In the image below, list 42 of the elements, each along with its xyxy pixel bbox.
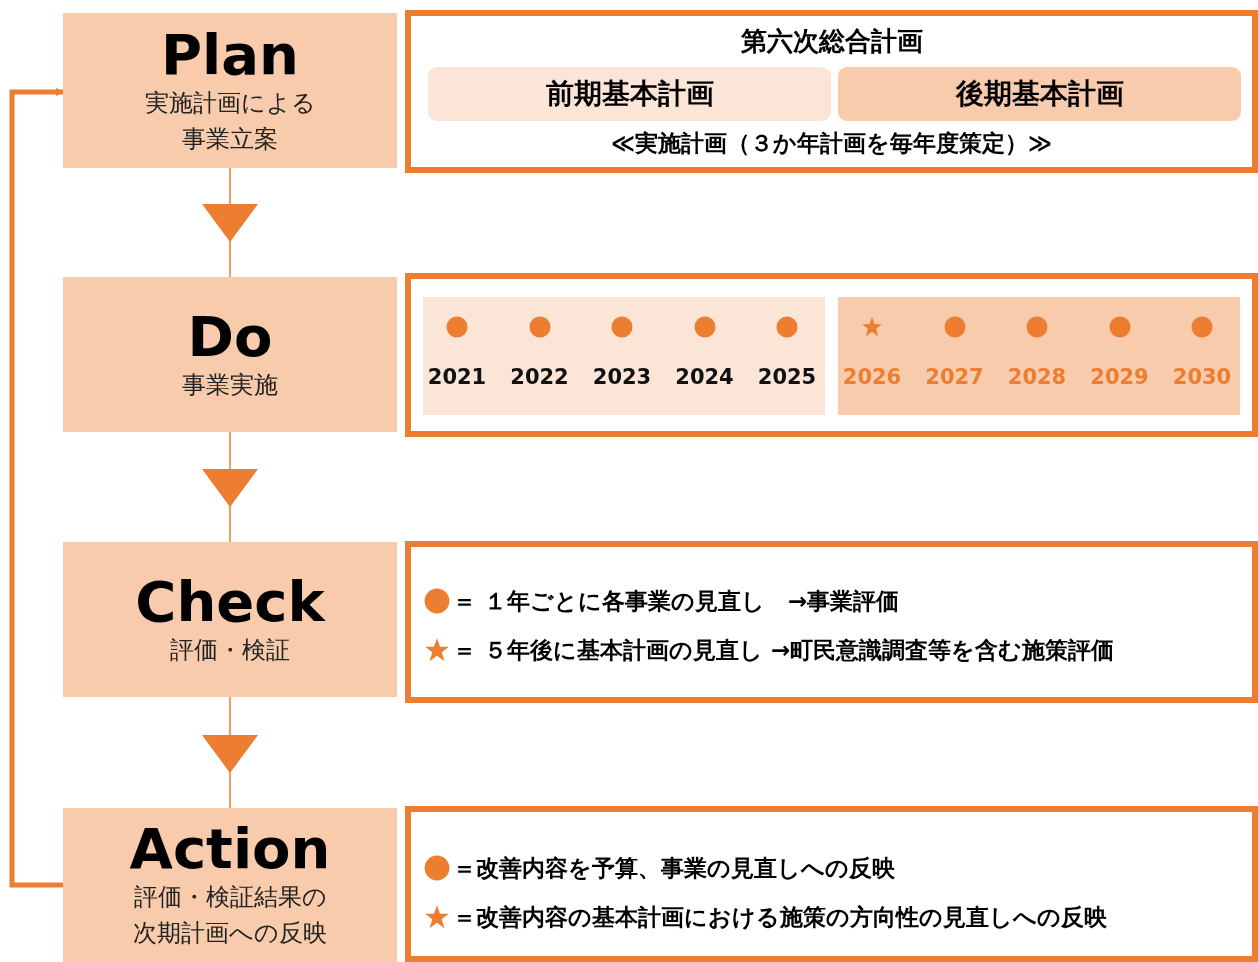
down-arrow: [202, 696, 258, 809]
year-label: 2023: [591, 365, 653, 389]
phase-title: Action: [129, 819, 331, 879]
plan-panel: [405, 10, 1258, 173]
plan-tab: [428, 67, 831, 121]
phase-box: [63, 542, 397, 697]
year-label: 2024: [674, 365, 735, 389]
phase-title: Do: [187, 306, 273, 367]
legend-text: ＝改善内容の基本計画における施策の方向性の見直しへの反映: [453, 903, 1107, 932]
plan-panel: [405, 541, 1258, 703]
year-label: 2025: [756, 365, 818, 389]
legend-text: ＝改善内容を予算、事業の見直しへの反映: [453, 854, 895, 883]
phase-description: 実施計画による事業立案: [144, 87, 316, 155]
year-label: 2030: [1171, 365, 1233, 389]
year-label: 2026: [841, 365, 903, 389]
plan-tab: [838, 67, 1241, 121]
phase-title: Plan: [161, 24, 299, 85]
year-label: 2027: [924, 365, 985, 389]
down-arrow: [202, 167, 258, 278]
phase-box: [63, 808, 397, 962]
down-arrow: [202, 431, 258, 543]
plan-note: ≪実施計画（３か年計画を毎年度策定）≫: [609, 129, 1054, 158]
year-band: [838, 297, 1240, 415]
phase-description: 評価・検証結果の次期計画への反映: [132, 882, 328, 949]
plan-name: 前期基本計画: [545, 76, 714, 112]
year-band: [423, 297, 825, 415]
year-label: 2029: [1089, 365, 1150, 389]
legend-text: ＝ １年ごとに各事業の見直し →事業評価: [453, 587, 900, 616]
phase-box: [63, 277, 397, 432]
plan-name: 後期基本計画: [955, 76, 1124, 112]
plan-panel: [405, 273, 1258, 437]
feedback-arrow: [9, 88, 64, 888]
phase-description: 評価・検証: [169, 634, 291, 666]
year-label: 2022: [509, 365, 570, 389]
year-label: 2021: [426, 365, 488, 389]
year-label: 2028: [1006, 365, 1068, 389]
plan-title: 第六次総合計画: [739, 25, 924, 58]
phase-description: 事業実施: [181, 369, 279, 401]
legend-text: ＝ ５年後に基本計画の見直し →町民意識調査等を含む施策評価: [453, 636, 1115, 665]
plan-panel: [405, 806, 1258, 962]
phase-box: [63, 13, 397, 168]
phase-title: Check: [135, 571, 325, 632]
